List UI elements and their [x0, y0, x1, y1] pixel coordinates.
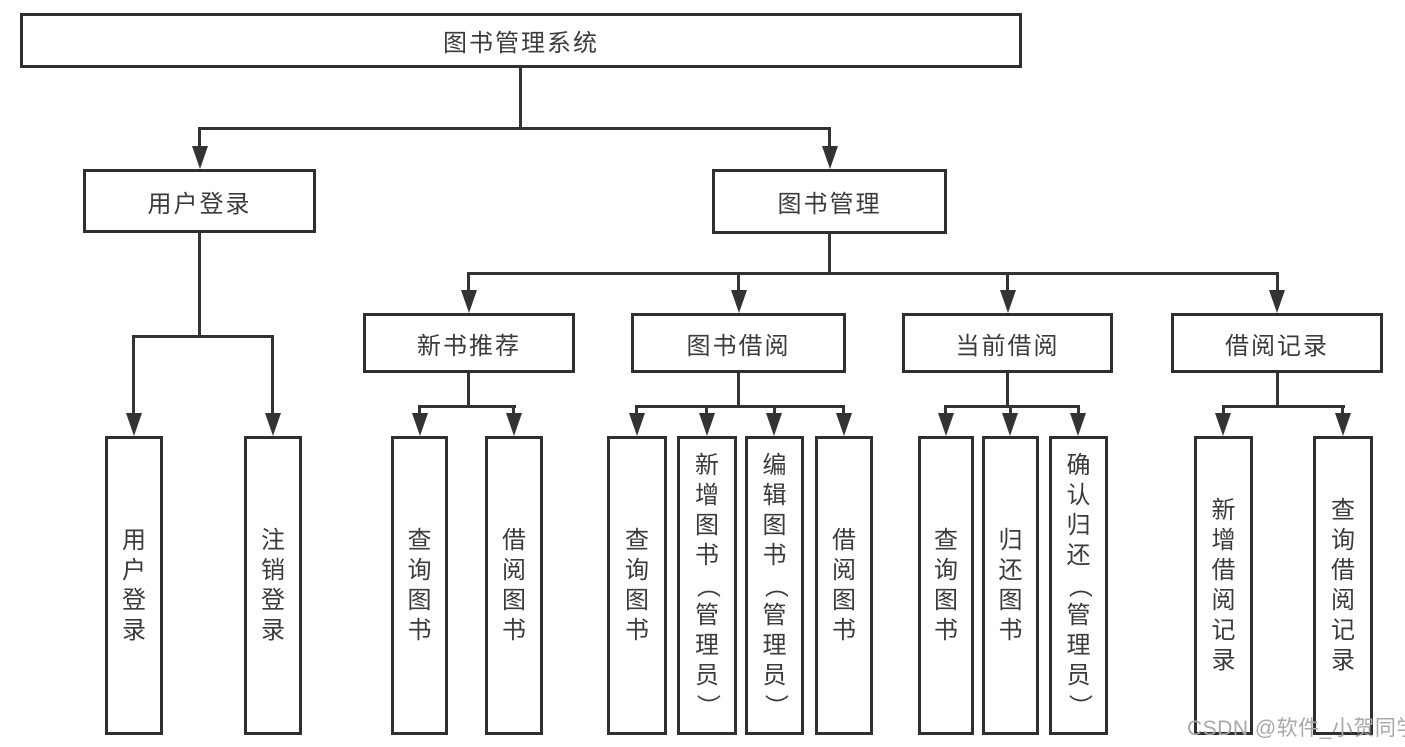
leaf-query-books-recommend: 查询图书 [391, 436, 448, 735]
node-current-borrowing: 当前借阅 [902, 313, 1113, 373]
leaf-query-books-current: 查询图书 [918, 436, 974, 735]
connector-line [1006, 272, 1009, 290]
arrowhead-down-icon [938, 413, 954, 436]
arrowhead-down-icon [836, 413, 852, 436]
leaf-confirm-return-admin: 确认归还（管理员） [1049, 436, 1108, 735]
node-current-borrowing-label: 当前借阅 [955, 332, 1060, 360]
leaf-borrow-books-label: 借阅图书 [832, 526, 856, 644]
connector-line [418, 405, 516, 408]
csdn-watermark: CSDN @软件_小贺同学 [1187, 717, 1405, 740]
leaf-add-borrow-record-label: 新增借阅记录 [1211, 496, 1236, 674]
connector-line [519, 68, 522, 127]
connector-line [467, 372, 470, 405]
leaf-user-login: 用户登录 [105, 436, 163, 735]
leaf-query-books-borrowing: 查询图书 [607, 436, 667, 735]
node-book-borrowing-label: 图书借阅 [686, 332, 791, 360]
connector-line [512, 405, 515, 415]
node-book-management-label: 图书管理 [777, 191, 882, 218]
connector-line [271, 335, 274, 413]
arrowhead-down-icon [1002, 413, 1018, 436]
leaf-query-borrow-record: 查询借阅记录 [1313, 436, 1373, 735]
leaf-borrow-books-recommend: 借阅图书 [485, 436, 543, 735]
leaf-edit-books-admin: 编辑图书（管理员） [745, 436, 804, 735]
arrowhead-down-icon [1000, 290, 1016, 313]
arrowhead-down-icon [461, 290, 477, 313]
leaf-add-borrow-record: 新增借阅记录 [1194, 436, 1253, 735]
connector-line [737, 272, 740, 290]
node-borrowing-records: 借阅记录 [1171, 313, 1383, 373]
arrowhead-down-icon [192, 146, 208, 169]
connector-line [1222, 405, 1225, 415]
connector-line [842, 405, 845, 415]
arrowhead-down-icon [1269, 290, 1285, 313]
arrowhead-down-icon [731, 290, 747, 313]
arrowhead-down-icon [126, 413, 142, 436]
node-book-borrowing: 图书借阅 [631, 313, 846, 373]
leaf-query-borrow-record-label: 查询借阅记录 [1331, 496, 1355, 674]
connector-line [1077, 405, 1080, 415]
leaf-user-login-label: 用户登录 [122, 526, 146, 644]
arrowhead-down-icon [1070, 413, 1086, 436]
connector-line [635, 405, 845, 408]
leaf-confirm-return-admin-label: 确认归还（管理员） [1065, 451, 1093, 718]
arrowhead-down-icon [699, 413, 715, 436]
connector-line [635, 405, 638, 415]
arrowhead-down-icon [1335, 413, 1351, 436]
arrowhead-down-icon [412, 413, 428, 436]
node-new-book-recommendation-label: 新书推荐 [417, 332, 521, 360]
arrowhead-down-icon [766, 413, 782, 436]
connector-line [944, 405, 947, 415]
connector-line [198, 127, 831, 130]
leaf-query-books-recommend-label: 查询图书 [407, 526, 432, 644]
connector-line [828, 127, 831, 148]
leaf-logout: 注销登录 [244, 436, 302, 735]
leaf-add-books-admin-label: 新增图书（管理员） [694, 451, 721, 718]
arrowhead-down-icon [629, 413, 645, 436]
connector-line [773, 405, 776, 415]
arrowhead-down-icon [506, 413, 522, 436]
connector-line [467, 272, 1279, 275]
connector-line [418, 405, 421, 415]
connector-line [467, 272, 470, 290]
connector-line [132, 335, 274, 338]
node-user-login: 用户登录 [83, 169, 316, 233]
connector-line [828, 234, 831, 272]
leaf-logout-label: 注销登录 [261, 526, 285, 644]
node-borrowing-records-label: 借阅记录 [1225, 332, 1329, 360]
connector-line [1009, 405, 1012, 415]
arrowhead-down-icon [265, 413, 281, 436]
node-user-login-label: 用户登录 [147, 190, 252, 218]
node-book-management: 图书管理 [712, 169, 947, 234]
connector-line [944, 405, 1080, 408]
leaf-borrow-books: 借阅图书 [815, 436, 873, 735]
arrowhead-down-icon [822, 146, 838, 169]
connector-line [1276, 272, 1279, 290]
connector-line [198, 233, 201, 337]
leaf-edit-books-admin-label: 编辑图书（管理员） [761, 451, 789, 718]
connector-line [1222, 405, 1345, 408]
leaf-add-books-admin: 新增图书（管理员） [677, 436, 737, 735]
node-new-book-recommendation: 新书推荐 [363, 313, 575, 373]
connector-line [1341, 405, 1344, 415]
node-root: 图书管理系统 [20, 13, 1022, 68]
leaf-return-books-label: 归还图书 [998, 526, 1023, 644]
connector-line [1276, 372, 1279, 405]
leaf-borrow-books-recommend-label: 借阅图书 [502, 526, 526, 644]
connector-line [198, 127, 201, 148]
connector-line [737, 372, 740, 405]
leaf-query-books-current-label: 查询图书 [934, 526, 958, 644]
leaf-query-books-borrowing-label: 查询图书 [625, 526, 649, 644]
connector-line [1006, 372, 1009, 405]
arrowhead-down-icon [1215, 413, 1231, 436]
connector-line [132, 335, 135, 413]
node-root-label: 图书管理系统 [443, 30, 599, 57]
connector-line [705, 405, 708, 415]
leaf-return-books: 归还图书 [982, 436, 1039, 735]
